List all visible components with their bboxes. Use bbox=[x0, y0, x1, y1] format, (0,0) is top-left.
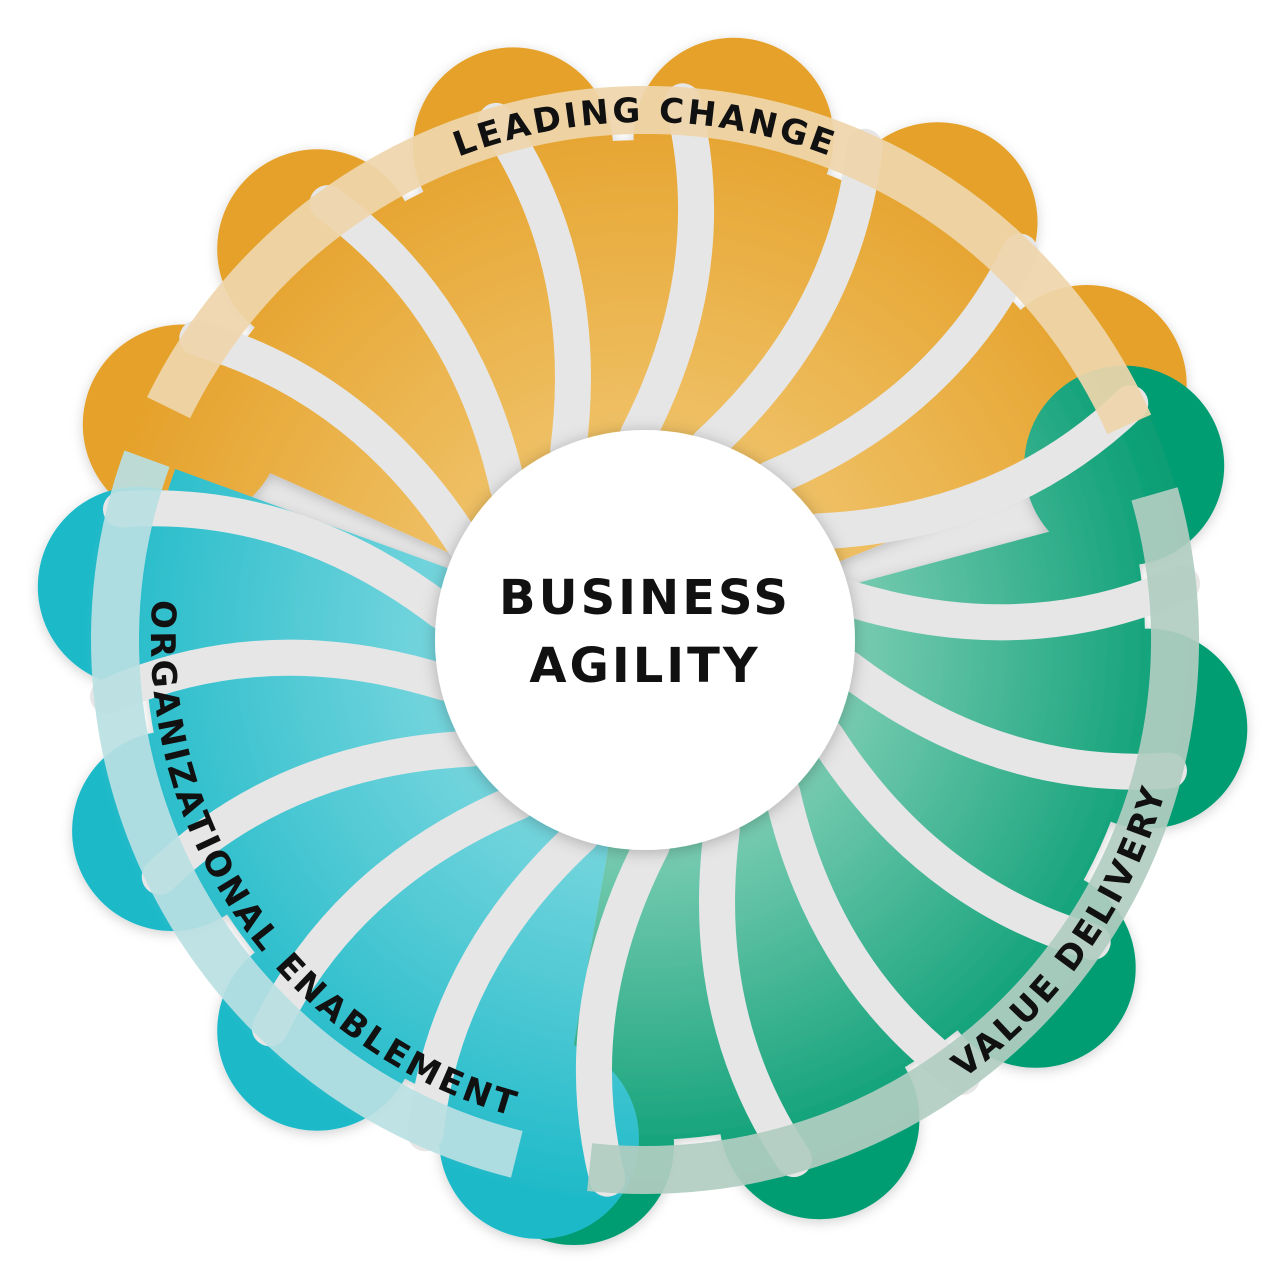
swirl-separator bbox=[141, 730, 490, 895]
ring-layer bbox=[91, 85, 1200, 1195]
center-title-line-1: BUSINESS bbox=[499, 570, 791, 626]
separator-layer bbox=[90, 83, 1200, 1197]
swirl-separator bbox=[764, 774, 981, 1095]
swirl-separator bbox=[699, 812, 812, 1178]
swirl-separator bbox=[251, 783, 537, 1047]
swirl-separator bbox=[830, 650, 1187, 790]
swirl-separator bbox=[753, 233, 1039, 497]
organizational-enablement-ring bbox=[91, 450, 523, 1178]
swirl-separator bbox=[690, 128, 883, 463]
swirl-separator bbox=[827, 565, 1200, 641]
swirl-separator bbox=[103, 490, 460, 630]
swirl-separator bbox=[407, 817, 600, 1152]
swirl-separator bbox=[478, 102, 591, 468]
swirl-separator bbox=[575, 826, 671, 1197]
swirl-separator bbox=[179, 320, 482, 562]
center-circle-group: BUSINESS AGILITY bbox=[435, 430, 855, 850]
center-circle bbox=[435, 430, 855, 850]
swirl-separator bbox=[619, 83, 715, 454]
value-delivery-ring bbox=[587, 487, 1200, 1195]
swirl-separator bbox=[800, 385, 1149, 550]
center-title-line-2: AGILITY bbox=[529, 638, 760, 694]
swirl-separator bbox=[309, 185, 526, 506]
leading-change-ring bbox=[147, 85, 1152, 435]
swirl-separator bbox=[90, 639, 463, 715]
swirl-separator bbox=[808, 718, 1111, 960]
